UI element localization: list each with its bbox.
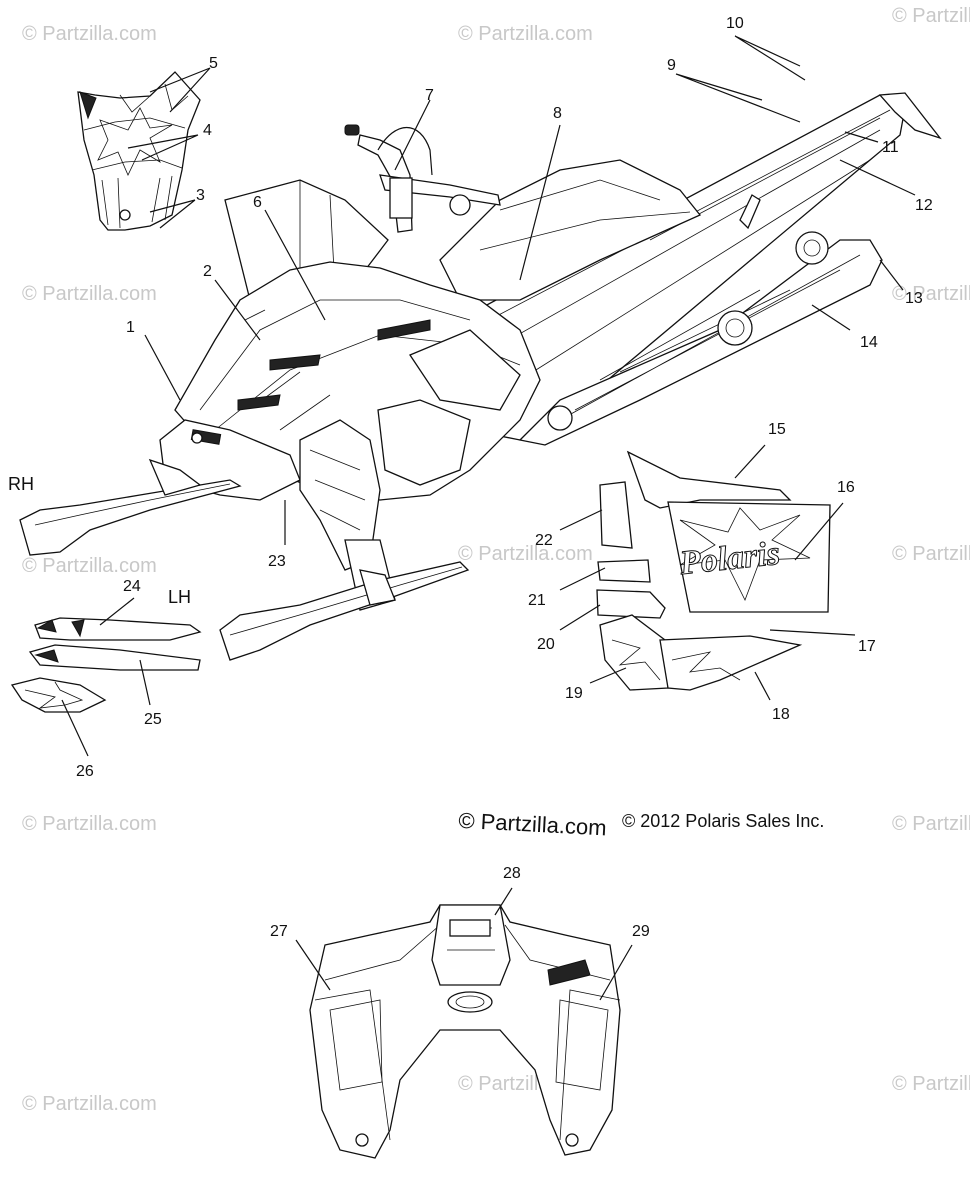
callout-4: 4 xyxy=(203,122,212,139)
callout-27: 27 xyxy=(270,923,288,940)
callout-9: 9 xyxy=(667,57,676,74)
watermark: © Partzilla.com xyxy=(892,813,970,835)
callout-8: 8 xyxy=(553,105,562,122)
callout-16: 16 xyxy=(837,479,855,496)
callout-3: 3 xyxy=(196,187,205,204)
callout-11: 11 xyxy=(882,139,899,156)
callout-10: 10 xyxy=(726,15,744,32)
callout-12: 12 xyxy=(915,197,933,214)
watermark: © Partzilla.com xyxy=(892,283,970,305)
callout-5: 5 xyxy=(209,55,218,72)
watermarks: © Partzilla.com © Partzilla.com © Partzi… xyxy=(22,5,970,1115)
watermark: © Partzilla.com xyxy=(458,543,593,565)
leader-lines xyxy=(61,35,916,1001)
callout-7: 7 xyxy=(425,87,434,104)
side-decal-set: Polaris xyxy=(596,450,831,691)
watermark: © Partzilla.com xyxy=(22,23,157,45)
watermark: © Partzilla.com xyxy=(892,1073,970,1095)
hood-decal-set xyxy=(77,71,201,231)
callout-21: 21 xyxy=(528,592,546,609)
watermark: © Partzilla.com xyxy=(458,23,593,45)
watermark: © Partzilla.com xyxy=(22,1093,157,1115)
label-lh: LH xyxy=(168,587,191,607)
brand-watermark: © Partzilla.com xyxy=(458,808,607,841)
callout-15: 15 xyxy=(768,421,786,438)
callout-13: 13 xyxy=(905,290,923,307)
callouts: 1 2 3 4 5 6 7 8 9 10 11 12 13 14 15 16 1… xyxy=(76,15,933,940)
lh-decal-set xyxy=(10,617,202,713)
copyright-notice: © 2012 Polaris Sales Inc. xyxy=(622,811,824,831)
watermark: © Partzilla.com xyxy=(22,555,157,577)
callout-23: 23 xyxy=(268,553,286,570)
callout-28: 28 xyxy=(503,865,521,882)
callout-19: 19 xyxy=(565,685,583,702)
callout-18: 18 xyxy=(772,706,790,723)
callout-25: 25 xyxy=(144,711,162,728)
callout-26: 26 xyxy=(76,763,94,780)
callout-14: 14 xyxy=(860,334,878,351)
callout-22: 22 xyxy=(535,532,553,549)
watermark: © Partzilla.com xyxy=(22,283,157,305)
callout-17: 17 xyxy=(858,638,876,655)
callout-2: 2 xyxy=(203,263,212,280)
callout-6: 6 xyxy=(253,194,262,211)
watermark: © Partzilla.com xyxy=(22,813,157,835)
callout-20: 20 xyxy=(537,636,555,653)
watermark: © Partzilla.com xyxy=(892,543,970,565)
callout-29: 29 xyxy=(632,923,650,940)
hood-closeup xyxy=(309,904,621,1159)
callout-1: 1 xyxy=(126,319,135,336)
label-rh: RH xyxy=(8,474,34,494)
callout-24: 24 xyxy=(123,578,141,595)
watermark: © Partzilla.com xyxy=(892,5,970,27)
